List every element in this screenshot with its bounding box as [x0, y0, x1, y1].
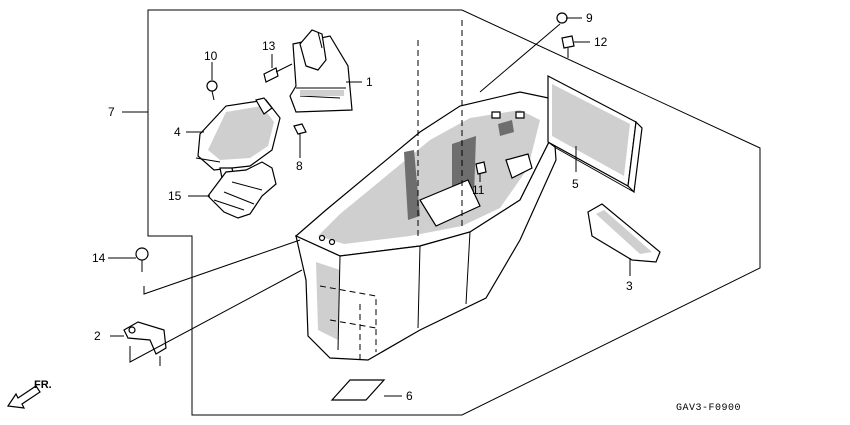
part-4-lid	[195, 97, 281, 179]
front-label: FR.	[34, 379, 52, 391]
part-13-bolt	[263, 56, 293, 83]
callout-10: 10	[204, 49, 218, 63]
callout-15: 15	[168, 189, 182, 203]
callout-8: 8	[296, 159, 303, 173]
part-11-clip	[475, 161, 487, 175]
part-10-bolt	[206, 64, 218, 101]
front-direction-indicator: FR.	[6, 379, 52, 409]
callout-11: 11	[472, 183, 485, 197]
callout-6: 6	[406, 389, 413, 403]
callout-3: 3	[626, 279, 633, 293]
callout-5: 5	[572, 177, 579, 191]
part-2-bracket	[123, 269, 303, 366]
part-5-tray	[547, 75, 643, 194]
part-15-sheet	[207, 161, 277, 219]
callout-14: 14	[92, 251, 106, 265]
callout-7: 7	[108, 105, 115, 119]
callout-12: 12	[594, 35, 608, 49]
part-12-bolt	[561, 35, 575, 58]
part-7-luggage-box	[294, 20, 559, 364]
front-arrow-icon	[6, 385, 41, 409]
part-6-label	[330, 379, 386, 401]
figure-code: GAV3-F0900	[676, 403, 741, 414]
callout-13: 13	[262, 39, 276, 53]
callout-4: 4	[174, 125, 181, 139]
assembly-boundary	[147, 9, 761, 416]
callout-1: 1	[366, 75, 373, 89]
leader-lines	[108, 17, 631, 397]
part-14-bolt	[135, 239, 301, 295]
part-1-bracket	[289, 29, 353, 113]
part-8-clip	[293, 123, 307, 148]
callout-2: 2	[94, 329, 101, 343]
part-3-band	[587, 203, 661, 263]
callout-9: 9	[586, 11, 593, 25]
